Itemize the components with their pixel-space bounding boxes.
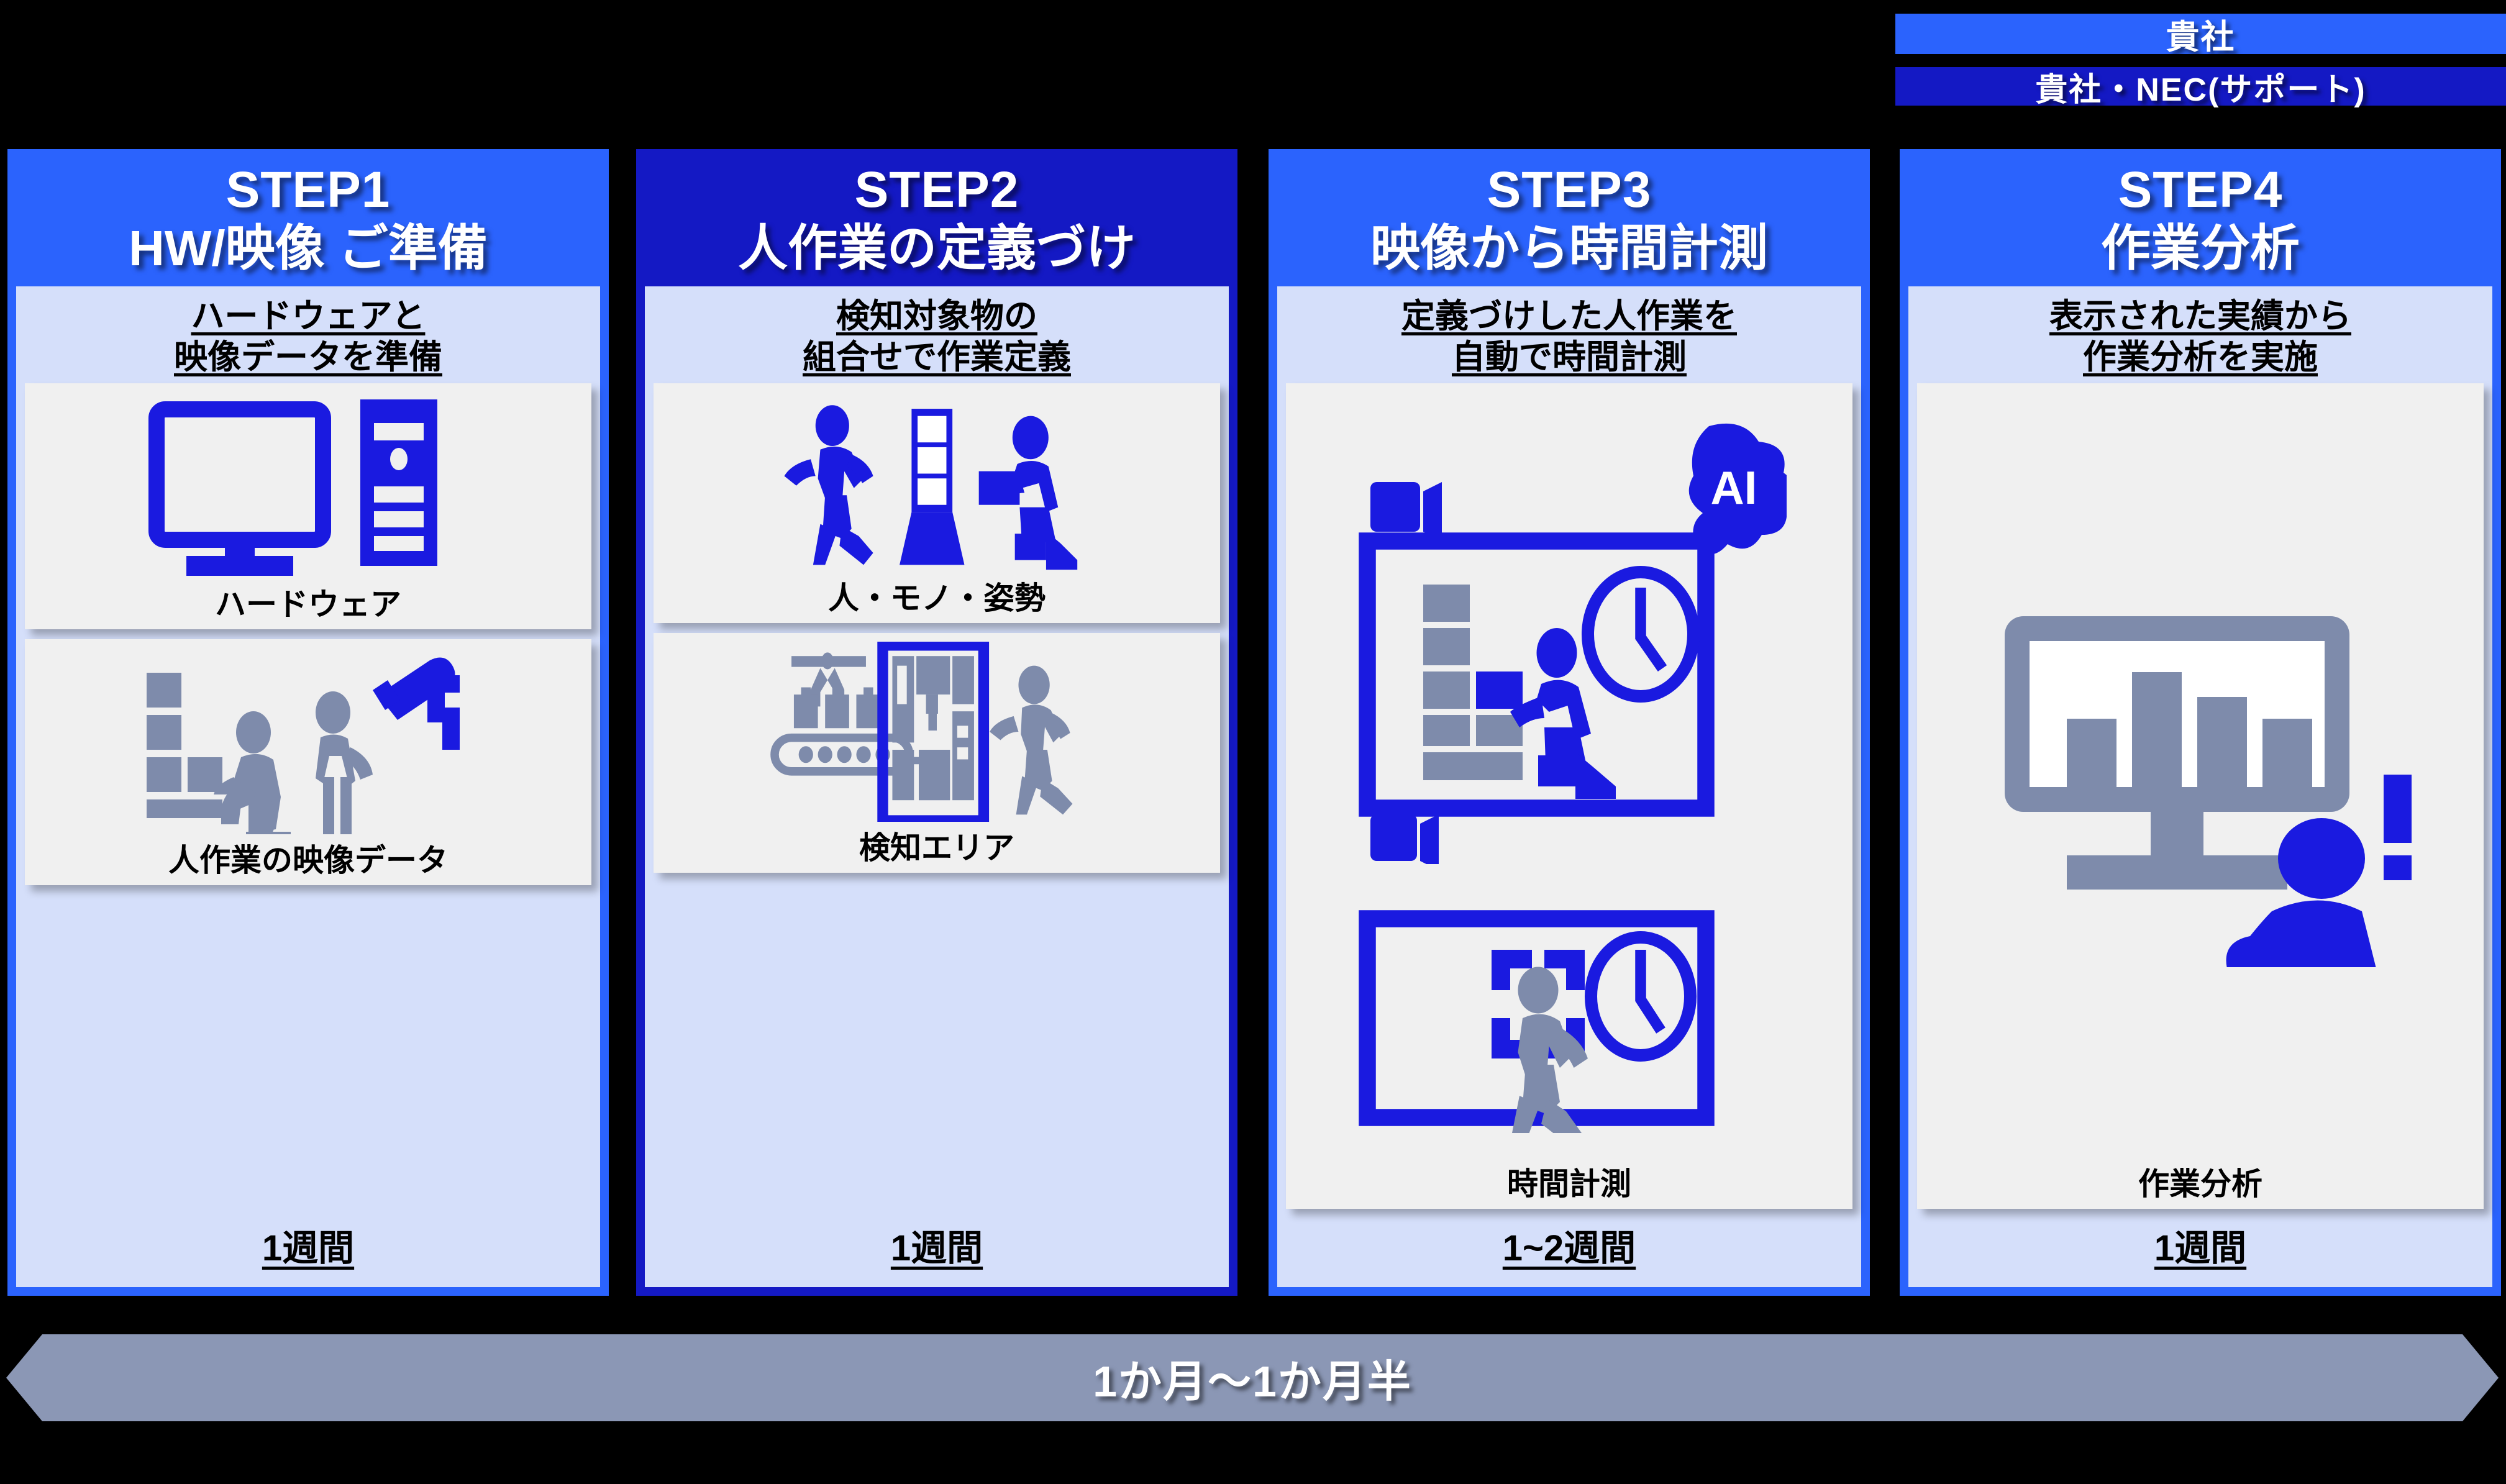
step-column-2[interactable]: STEP2 人作業の定義づけ 検知対象物の 組合せで作業定義 (636, 149, 1237, 1296)
step-3-description: 定義づけした人作業を 自動で時間計測 (1401, 293, 1737, 383)
step-1-description: ハードウェアと 映像データを準備 (174, 293, 442, 383)
step-4-desc-line-2: 作業分析を実施 (2083, 338, 2318, 376)
timeline-arrow: 1か月～1か月半 (6, 1334, 2499, 1421)
step-4-tile-work-analysis-label: 作業分析 (2138, 1167, 2262, 1201)
step-1-tile-hardware-label: ハードウェア (215, 586, 401, 622)
step-3-tile-time-measurement[interactable]: AI (1286, 383, 1852, 1209)
step-1-header: STEP1 HW/映像 ご準備 (7, 149, 609, 286)
step-2-duration: 1週間 (890, 1228, 983, 1268)
owner-bar-company-nec-label: 貴社・NEC(サポート) (2035, 71, 2366, 108)
step-2-tile-person-object-pose-label: 人・モノ・姿勢 (828, 580, 1046, 616)
step-3-header: STEP3 映像から時間計測 (1269, 149, 1870, 286)
step-3-desc-line-1: 定義づけした人作業を (1401, 297, 1737, 335)
step-4-duration: 1週間 (2154, 1228, 2247, 1268)
step-3-tile-time-measurement-label: 時間計測 (1507, 1167, 1631, 1201)
owner-bar-company-label: 貴社 (2166, 19, 2236, 56)
worker-camera-icon (29, 648, 588, 834)
svg-text:AI: AI (1711, 462, 1757, 514)
step-1-duration: 1週間 (262, 1228, 355, 1268)
step-2-tile-person-object-pose[interactable]: 人・モノ・姿勢 (654, 383, 1220, 623)
step-4-header: STEP4 作業分析 (1900, 149, 2501, 286)
step-4-title: 作業分析 (2101, 220, 2300, 276)
step-1-tile-video-data-label: 人作業の映像データ (168, 842, 448, 878)
step-2-desc-line-2: 組合せで作業定義 (803, 338, 1071, 376)
step-2-title: 人作業の定義づけ (738, 220, 1136, 276)
step-3-number: STEP3 (1487, 162, 1652, 218)
step-column-4[interactable]: STEP4 作業分析 表示された実績から 作業分析を実施 (1900, 149, 2501, 1296)
step-2-body: 検知対象物の 組合せで作業定義 (645, 286, 1229, 1287)
detection-area-icon (657, 641, 1216, 822)
step-2-desc-line-1: 検知対象物の (836, 297, 1037, 335)
step-1-desc-line-2: 映像データを準備 (174, 338, 442, 376)
desktop-computer-icon (29, 392, 588, 578)
tracking-clock-icon (1290, 885, 1849, 1158)
step-1-number: STEP1 (226, 162, 391, 218)
step-1-body: ハードウェアと 映像データを準備 (16, 286, 600, 1287)
step-2-tile-detection-area-label: 検知エリア (859, 830, 1014, 865)
bar-chart-monitor-icon (1921, 392, 2480, 1158)
step-2-header: STEP2 人作業の定義づけ (636, 149, 1237, 286)
step-1-tile-hardware[interactable]: ハードウェア (25, 383, 591, 629)
step-column-3[interactable]: STEP3 映像から時間計測 定義づけした人作業を 自動で時間計測 AI (1269, 149, 1870, 1296)
step-2-tile-detection-area[interactable]: 検知エリア (654, 632, 1220, 873)
ai-video-timing-icon: AI (1290, 392, 1849, 889)
step-4-number: STEP4 (2118, 162, 2283, 218)
step-4-tile-work-analysis[interactable]: 作業分析 (1917, 383, 2484, 1209)
step-1-tile-video-data[interactable]: 人作業の映像データ (25, 639, 591, 885)
step-2-number: STEP2 (854, 162, 1019, 218)
step-3-desc-line-2: 自動で時間計測 (1452, 338, 1687, 376)
timeline-arrow-label: 1か月～1か月半 (1093, 1357, 1412, 1406)
owner-bar-company: 貴社 (1895, 14, 2506, 56)
step-4-body: 表示された実績から 作業分析を実施 (1908, 286, 2492, 1287)
step-column-1[interactable]: STEP1 HW/映像 ご準備 ハードウェアと 映像データを準備 (7, 149, 609, 1296)
step-3-body: 定義づけした人作業を 自動で時間計測 AI (1277, 286, 1861, 1287)
step-3-title: 映像から時間計測 (1370, 220, 1768, 276)
ai-badge-icon: AI (1688, 423, 1787, 554)
owner-bar-company-nec: 貴社・NEC(サポート) (1895, 67, 2506, 108)
step-1-title: HW/映像 ご準備 (129, 220, 488, 276)
step-3-duration: 1~2週間 (1502, 1228, 1636, 1268)
step-2-description: 検知対象物の 組合せで作業定義 (803, 293, 1071, 383)
step-4-description: 表示された実績から 作業分析を実施 (2049, 293, 2351, 383)
step-1-desc-line-1: ハードウェアと (191, 297, 426, 335)
step-4-desc-line-1: 表示された実績から (2049, 297, 2351, 335)
person-object-pose-icon (657, 392, 1216, 572)
